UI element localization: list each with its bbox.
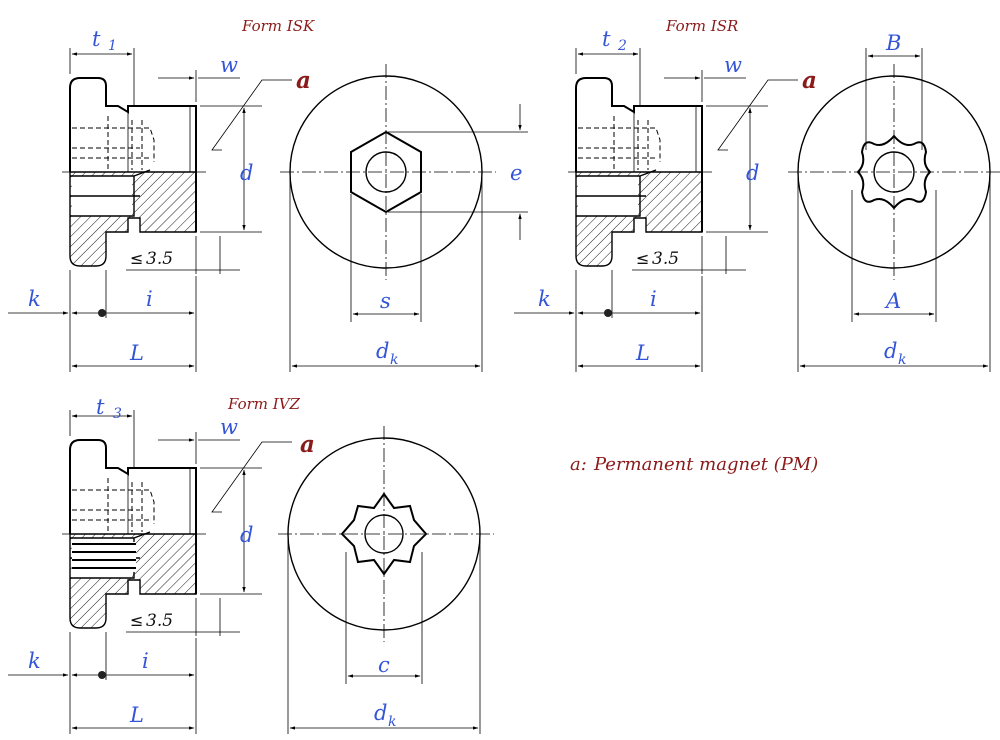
form-ivz-L-label: L: [129, 703, 144, 727]
form-isk-i-label: i: [146, 287, 153, 311]
form-isk-e-label: e: [510, 161, 522, 185]
form-isk-L-label: L: [129, 341, 144, 365]
form-isk-d-label: d: [240, 161, 253, 185]
form-isk-le-sign: ≤: [130, 249, 143, 268]
form-isr-i-label: i: [650, 287, 657, 311]
form-ivz-le-value: 3.5: [146, 611, 173, 631]
form-isr-le-sign: ≤: [636, 249, 649, 268]
form-isk-dk-label: d: [376, 339, 389, 363]
form-isk-a-label: a: [296, 67, 311, 94]
form-isr-w-label: w: [724, 53, 742, 77]
form-isk-drawing: [8, 48, 528, 372]
form-ivz-k-label: k: [28, 649, 41, 673]
form-isr-t-label: t: [602, 27, 611, 51]
form-ivz-d-label: d: [240, 523, 253, 547]
form-isk-title: Form ISK: [241, 17, 315, 35]
form-isr-t-sub: 2: [617, 38, 627, 54]
form-isr-k-label: k: [538, 287, 551, 311]
form-ivz-i-label: i: [142, 649, 149, 673]
form-ivz-dk-label: d: [374, 701, 387, 725]
form-isk-dk-sub: k: [390, 352, 398, 368]
form-isr-a-label: a: [802, 67, 817, 94]
form-isk-s-label: s: [380, 289, 391, 313]
form-isk-k-label: k: [28, 287, 41, 311]
form-isr-title: Form ISR: [665, 17, 738, 35]
form-isr-drawing: [514, 48, 1000, 372]
form-isk-w-label: w: [220, 53, 238, 77]
form-isr-dk-sub: k: [898, 352, 906, 368]
form-ivz-c-label: c: [378, 653, 390, 677]
form-ivz-le-sign: ≤: [130, 611, 143, 630]
form-isr-d-label: d: [746, 161, 759, 185]
form-isr-B-label: B: [885, 31, 901, 55]
form-ivz-drawing: [8, 410, 494, 734]
magnet-note-key: a:: [570, 454, 587, 475]
form-isr-A-label: A: [884, 289, 901, 313]
form-ivz-dk-sub: k: [388, 714, 396, 730]
form-ivz-t-sub: 3: [113, 406, 122, 422]
form-ivz-title: Form IVZ: [227, 395, 301, 413]
form-isk-t-sub: 1: [108, 38, 117, 54]
form-isk-t-label: t: [92, 27, 101, 51]
form-isr-dk-label: d: [884, 339, 897, 363]
form-isk-le-value: 3.5: [146, 249, 173, 269]
form-ivz-a-label: a: [300, 431, 315, 458]
form-ivz-w-label: w: [220, 415, 238, 439]
form-ivz-t-label: t: [96, 395, 105, 419]
form-isr-le-value: 3.5: [652, 249, 679, 269]
magnet-note-text: Permanent magnet (PM): [593, 454, 818, 475]
form-isr-L-label: L: [635, 341, 650, 365]
